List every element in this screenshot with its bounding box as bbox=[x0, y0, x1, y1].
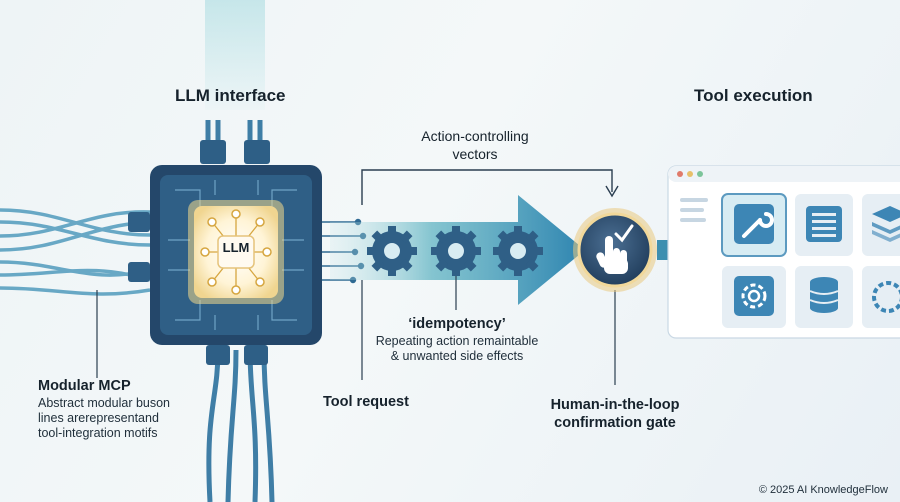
copyright: © 2025 AI KnowledgeFlow bbox=[758, 484, 888, 496]
idempotency-title: ‘idempotency’ bbox=[408, 316, 506, 332]
vectors-bracket bbox=[361, 169, 613, 205]
modular-desc-line2: lines arerepresentand bbox=[38, 411, 159, 425]
tool-request-label: Tool request bbox=[323, 394, 409, 410]
modular-mcp-block: Modular MCP Abstract modular buson lines… bbox=[38, 378, 208, 441]
bottom-cables bbox=[206, 349, 275, 502]
idempotency-desc-line2: & unwanted side effects bbox=[390, 349, 524, 363]
modular-mcp-title: Modular MCP bbox=[38, 378, 131, 394]
light-beam bbox=[205, 0, 265, 110]
hand-pointer-icon bbox=[596, 236, 628, 274]
tile-partial bbox=[862, 266, 900, 328]
action-vectors-line2: vectors bbox=[452, 146, 498, 162]
gear-icon bbox=[431, 226, 481, 276]
left-bus-lines bbox=[0, 208, 151, 296]
modular-desc-line1: Abstract modular buson bbox=[38, 396, 171, 410]
gear-icon bbox=[493, 226, 543, 276]
action-vectors-label: Action-controlling vectors bbox=[400, 127, 550, 163]
checkmark-icon bbox=[614, 224, 634, 243]
wrench-icon bbox=[742, 212, 774, 238]
tile-layers bbox=[862, 194, 900, 256]
modular-desc-line3: tool-integration motifs bbox=[38, 426, 158, 440]
human-loop-line2: confirmation gate bbox=[554, 415, 676, 431]
chip-label: LLM bbox=[222, 240, 250, 255]
idempotency-desc-line1: Repeating action remaintable bbox=[375, 334, 539, 348]
action-vectors-line1: Action-controlling bbox=[421, 128, 529, 144]
idempotency-block: ‘idempotency’ Repeating action remaintab… bbox=[372, 316, 542, 364]
tool-execution-title: Tool execution bbox=[694, 86, 813, 105]
human-loop-block: Human-in-the-loop confirmation gate bbox=[540, 396, 690, 432]
gear-icon bbox=[367, 226, 417, 276]
settings-icon bbox=[741, 283, 767, 309]
layers-icon bbox=[872, 206, 900, 242]
human-loop-line1: Human-in-the-loop bbox=[550, 397, 680, 413]
llm-interface-title: LLM interface bbox=[175, 86, 286, 105]
